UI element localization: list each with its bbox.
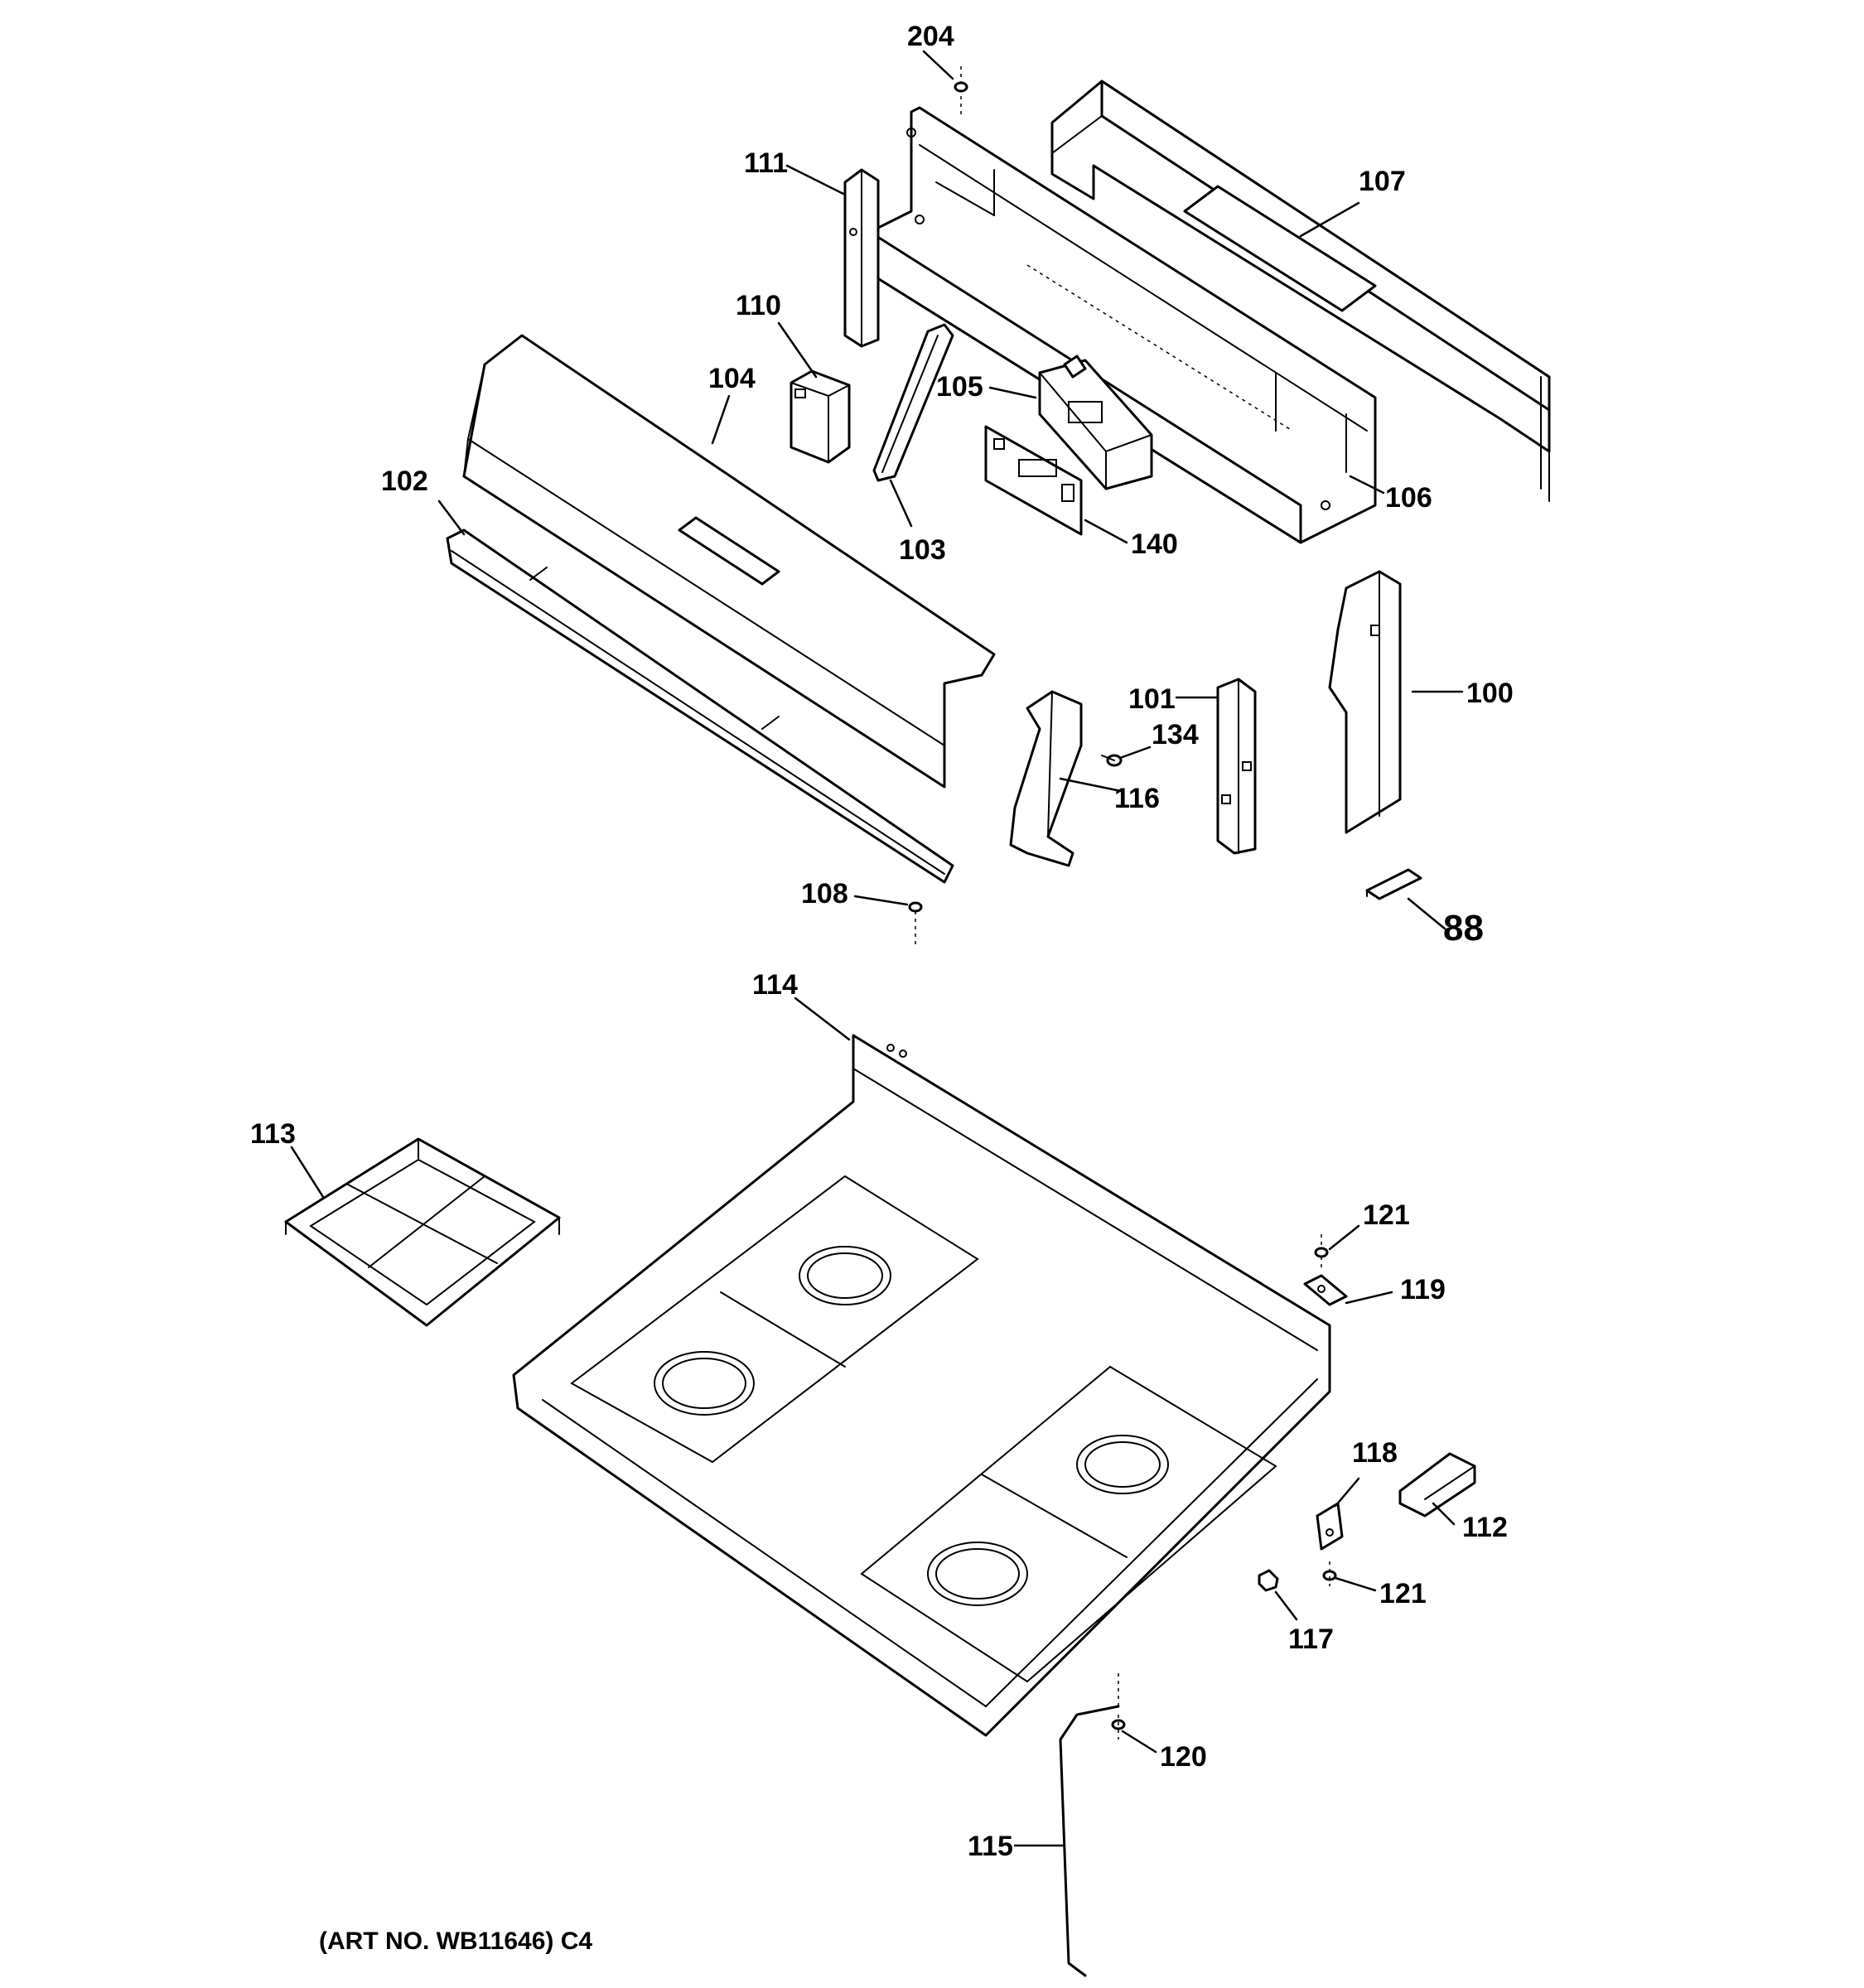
label-119: 119	[1400, 1274, 1446, 1305]
label-113: 113	[250, 1118, 296, 1150]
label-88: 88	[1443, 908, 1484, 948]
part-115-rod	[1059, 1673, 1120, 1977]
label-107: 107	[1359, 166, 1406, 197]
part-105-clock-control	[1038, 355, 1153, 490]
part-104-control-panel	[462, 334, 996, 789]
part-121-screw-lower	[1322, 1561, 1337, 1586]
label-108: 108	[801, 878, 848, 910]
label-106: 106	[1385, 482, 1432, 514]
part-107-rear-cover	[1050, 80, 1551, 502]
label-111: 111	[744, 147, 788, 179]
part-112-clip	[1398, 1452, 1476, 1518]
label-121-lower: 121	[1379, 1578, 1427, 1609]
part-121-screw-upper	[1314, 1234, 1329, 1267]
part-111-bracket	[843, 168, 880, 348]
part-134-screw	[1101, 754, 1123, 767]
part-117-nut	[1258, 1569, 1279, 1592]
label-100: 100	[1466, 678, 1514, 709]
label-118: 118	[1352, 1437, 1398, 1469]
part-113-grate	[284, 1137, 561, 1327]
label-140: 140	[1131, 528, 1178, 560]
part-100-side-trim	[1328, 570, 1402, 834]
part-108-screw	[908, 901, 923, 944]
label-117: 117	[1288, 1624, 1334, 1655]
part-118-bracket	[1316, 1502, 1344, 1551]
label-102: 102	[381, 466, 428, 497]
part-204-screw	[954, 66, 968, 116]
label-116: 116	[1114, 783, 1160, 814]
art-number: (ART NO. WB11646) C4	[319, 1928, 592, 1955]
label-112: 112	[1462, 1512, 1508, 1543]
label-114: 114	[752, 969, 798, 1001]
part-101-bracket	[1216, 678, 1257, 855]
part-110-switch	[790, 369, 851, 464]
part-103-brace	[872, 323, 954, 482]
label-105: 105	[936, 371, 983, 403]
label-120: 120	[1160, 1741, 1207, 1773]
part-120-screw	[1111, 1715, 1126, 1740]
part-119-bracket	[1303, 1274, 1348, 1306]
label-101: 101	[1128, 683, 1176, 715]
label-104: 104	[708, 363, 756, 394]
label-103: 103	[899, 534, 946, 566]
label-121-upper: 121	[1363, 1199, 1410, 1231]
label-204: 204	[907, 21, 954, 52]
label-115: 115	[968, 1831, 1013, 1862]
part-140-faceplate	[984, 425, 1083, 536]
part-114-cooktop	[512, 1034, 1331, 1737]
part-88-pad	[1365, 868, 1422, 900]
label-134: 134	[1152, 719, 1199, 750]
leader-lines	[290, 50, 1464, 1847]
label-110: 110	[736, 290, 781, 321]
part-116-end-cap	[1009, 690, 1083, 867]
